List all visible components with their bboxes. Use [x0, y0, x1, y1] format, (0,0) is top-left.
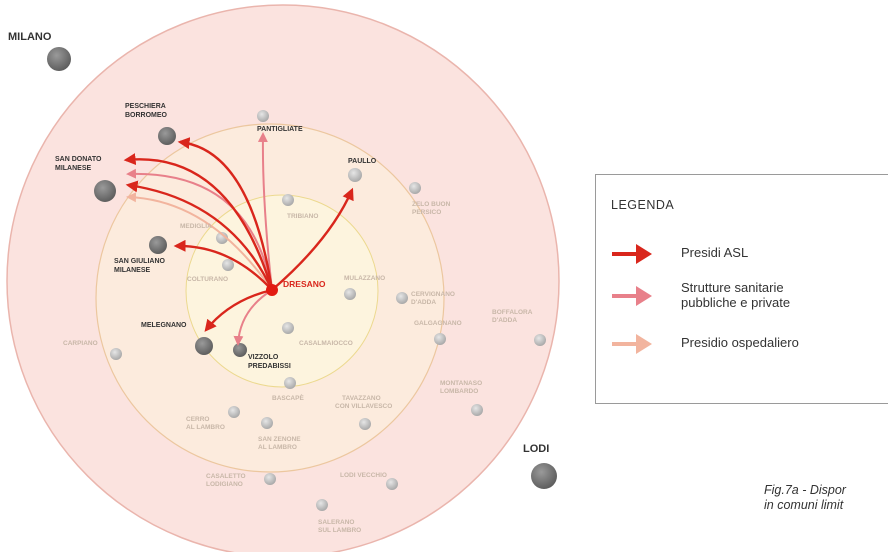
- legend: LEGENDA Presidi ASL Strutture sanitarie …: [595, 174, 888, 404]
- label-paullo: PAULLO: [348, 158, 377, 165]
- arrows-sanitarie: [126, 132, 273, 346]
- dark-town-dots: [47, 47, 557, 489]
- label-mulazzano: MULAZZANO: [344, 275, 385, 282]
- label-galgagnano: GALGAGNANO: [414, 320, 462, 327]
- caption-line-1: Fig.7a - Dispor: [764, 483, 846, 497]
- legend-title: LEGENDA: [611, 198, 675, 212]
- milano-label: MILANO: [8, 31, 52, 43]
- figure-caption: Fig.7a - Dispor in comuni limit: [764, 483, 888, 513]
- legend-item-asl: Presidi ASL: [606, 238, 886, 278]
- label-tribiano: TRIBIANO: [287, 213, 318, 220]
- arrows-asl: [123, 137, 354, 332]
- label-melegnano: MELEGNANO: [141, 322, 187, 329]
- faint-town-dots: [110, 110, 546, 511]
- label-mediglia: MEDIGLIA: [180, 223, 212, 230]
- legend-item-ospedaliero: Presidio ospedaliero: [606, 328, 886, 368]
- legend-label-ospedaliero: Presidio ospedaliero: [681, 335, 799, 350]
- label-lodi-vecchio: LODI VECCHIO: [340, 472, 387, 479]
- legend-arrow-sanitarie-icon: [612, 286, 652, 306]
- label-pantigliate: PANTIGLIATE: [257, 126, 303, 133]
- label-casalmaiocco: CASALMAIOCCO: [299, 340, 353, 347]
- legend-item-sanitarie: Strutture sanitarie pubbliche e private: [606, 280, 886, 320]
- caption-line-2: in comuni limit: [764, 498, 844, 512]
- legend-arrow-ospedaliero-icon: [612, 334, 652, 354]
- legend-arrow-asl-icon: [612, 244, 652, 264]
- origin-label: DRESANO: [283, 279, 326, 289]
- origin-dot: [266, 284, 278, 296]
- label-carpiano: CARPIANO: [63, 340, 98, 347]
- label-bascape: BASCAPÈ: [272, 393, 304, 402]
- milano-dot: [47, 47, 71, 71]
- lodi-label: LODI: [523, 443, 549, 455]
- legend-label-asl: Presidi ASL: [681, 245, 749, 260]
- lodi-dot: [531, 463, 557, 489]
- legend-label-sanitarie: Strutture sanitarie pubbliche e private: [681, 280, 791, 310]
- label-colturano: COLTURANO: [187, 276, 228, 283]
- arrows-hospital: [126, 192, 273, 291]
